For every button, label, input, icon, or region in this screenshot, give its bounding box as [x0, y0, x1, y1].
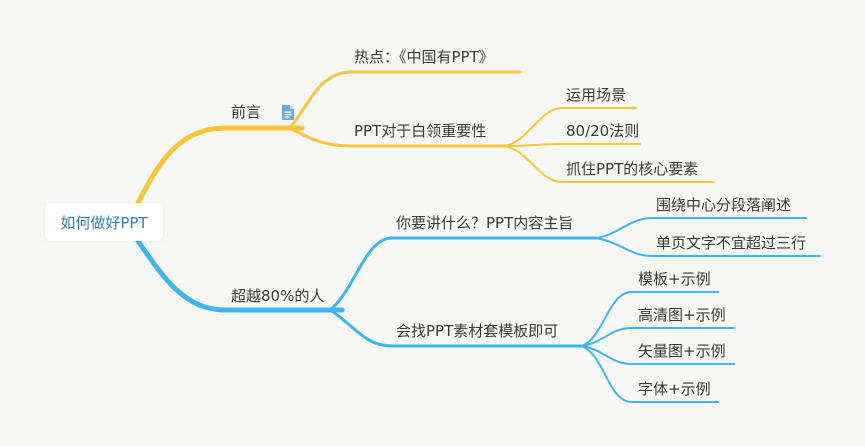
link-importance-8020 — [504, 143, 641, 147]
root-topic-label: 如何做好PPT — [60, 213, 148, 232]
link-material-vector — [581, 345, 735, 365]
topic-preface[interactable]: 前言 — [231, 103, 262, 121]
topic-usage-scene[interactable]: 运用场景 — [566, 86, 627, 104]
link-material-font — [581, 345, 719, 403]
topic-content-theme[interactable]: 你要讲什么？PPT内容主旨 — [396, 214, 574, 232]
link-root-preface — [135, 125, 305, 206]
note-icon[interactable] — [282, 105, 294, 120]
topic-hotspot[interactable]: 热点：《中国有PPT》 — [354, 48, 494, 66]
link-preface-hotspot — [288, 70, 522, 130]
topic-three-lines[interactable]: 单页文字不宜超过三行 — [656, 234, 807, 252]
link-beyond-material — [328, 308, 584, 348]
topic-template-example[interactable]: 模板+示例 — [638, 270, 711, 288]
link-material-template — [581, 291, 719, 347]
link-topic-center — [595, 217, 807, 239]
link-material-hd — [581, 327, 735, 347]
link-beyond-topic — [328, 236, 598, 312]
link-root-beyond — [135, 238, 345, 313]
topic-find-materials[interactable]: 会找PPT素材套模板即可 — [396, 322, 559, 340]
root-topic[interactable]: 如何做好PPT — [45, 203, 163, 241]
topic-paragraphs[interactable]: 围绕中心分段落阐述 — [656, 196, 792, 214]
topic-core-elements[interactable]: 抓住PPT的核心要素 — [566, 160, 699, 178]
link-importance-core — [504, 145, 715, 183]
topic-vector-example[interactable]: 矢量图+示例 — [638, 342, 726, 360]
topic-importance[interactable]: PPT对于白领重要性 — [354, 122, 487, 140]
topic-beyond-80[interactable]: 超越80%的人 — [231, 287, 325, 305]
topic-80-20-rule[interactable]: 80/20法则 — [566, 122, 640, 140]
link-importance-scene — [504, 107, 637, 147]
topic-font-example[interactable]: 字体+示例 — [638, 380, 711, 398]
link-topic-lines — [595, 237, 821, 257]
topic-hd-image-example[interactable]: 高清图+示例 — [638, 306, 726, 324]
link-preface-importance — [288, 126, 507, 148]
